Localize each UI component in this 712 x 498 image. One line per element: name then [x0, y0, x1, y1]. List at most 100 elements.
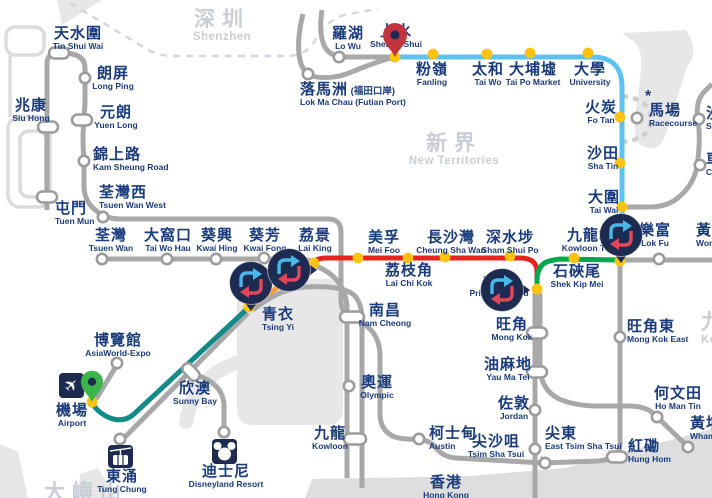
station-marker-sunny-bay[interactable] [180, 361, 202, 383]
station-marker-long-ping[interactable] [78, 71, 92, 85]
station-marker-ho-man-tin[interactable] [650, 410, 664, 424]
station-marker-mong-kok-east[interactable] [613, 330, 627, 344]
station-marker-lok-fu[interactable] [652, 252, 666, 266]
station-marker-tai-po-market[interactable] [524, 47, 536, 59]
station-marker-tsuen-wan-west[interactable] [96, 210, 110, 224]
station-marker-disneyland-resort[interactable] [217, 425, 231, 439]
station-marker-sham-shui-po[interactable] [504, 250, 516, 262]
station-label-che-kung-temple-partial[interactable]: 車公廟Che Kung Temple [706, 151, 712, 178]
station-label-wong-tai-sin-partial[interactable]: 黃大仙Wong Tai Sin [696, 222, 712, 249]
station-marker-sha-tin[interactable] [614, 157, 626, 169]
station-marker-university[interactable] [582, 47, 594, 59]
station-marker-olympic[interactable] [342, 379, 356, 393]
station-marker-tin-shui-wai[interactable] [47, 46, 71, 60]
station-marker-prince-edward[interactable] [531, 283, 543, 295]
station-marker-yau-ma-tei[interactable] [525, 365, 549, 379]
station-marker-kam-sheung-road[interactable] [77, 154, 91, 168]
station-marker-tsuen-wan[interactable] [95, 252, 109, 266]
station-marker-lai-chi-kok[interactable] [402, 252, 414, 264]
station-marker-fo-tan[interactable] [614, 111, 626, 123]
station-label-sha-tin-wai-partial[interactable]: 沙田圍Sha Tin Wai [706, 105, 712, 132]
station-marker-siu-hong[interactable] [36, 120, 60, 134]
station-marker-racecourse[interactable] [630, 111, 644, 125]
station-marker-lo-wu[interactable] [332, 50, 346, 64]
station-marker-lai-king[interactable] [308, 257, 320, 269]
station-marker-kowloon[interactable] [342, 432, 368, 446]
station-marker-tung-chung[interactable] [113, 432, 127, 446]
station-marker-mei-foo[interactable] [352, 252, 364, 264]
station-marker-mong-kok[interactable] [525, 326, 549, 340]
station-marker-nam-cheong[interactable] [338, 310, 366, 324]
station-marker-cheung-sha-wan[interactable] [439, 251, 451, 263]
station-marker-yuen-long[interactable] [70, 113, 94, 127]
station-marker-east-tsim-sha-tsui[interactable] [538, 456, 552, 470]
station-marker-jordan[interactable] [528, 403, 542, 417]
station-label-whampoa-partial[interactable]: 黃埔Whampoa [690, 415, 712, 442]
origin-pin-airport[interactable] [80, 370, 104, 402]
station-marker-che-kung-temple-partial[interactable] [693, 158, 707, 172]
station-marker-tuen-mun[interactable] [35, 190, 59, 204]
station-marker-austin[interactable] [412, 432, 426, 446]
station-marker-kwai-hing[interactable] [209, 252, 223, 266]
station-marker-shek-kip-mei[interactable] [568, 252, 580, 264]
station-marker-kwai-fong[interactable] [257, 251, 271, 265]
station-label-lok-ma-chau[interactable]: 落馬洲 (福田口岸)Lok Ma Chau (Futian Port) [300, 81, 406, 108]
station-marker-lok-ma-chau[interactable] [301, 67, 315, 81]
station-marker-tai-wai[interactable] [616, 201, 628, 213]
station-marker-sha-tin-wai-partial[interactable] [692, 112, 706, 126]
station-marker-tsim-sha-tsui[interactable] [528, 442, 542, 456]
station-marker-tai-wo[interactable] [481, 48, 493, 60]
station-marker-tai-wo-hau[interactable] [160, 252, 174, 266]
station-marker-hung-hom[interactable] [605, 450, 629, 464]
station-marker-asiaworld-expo[interactable] [110, 356, 124, 370]
destination-pin-sheung-shui[interactable] [383, 23, 407, 57]
station-marker-fanling[interactable] [427, 48, 439, 60]
